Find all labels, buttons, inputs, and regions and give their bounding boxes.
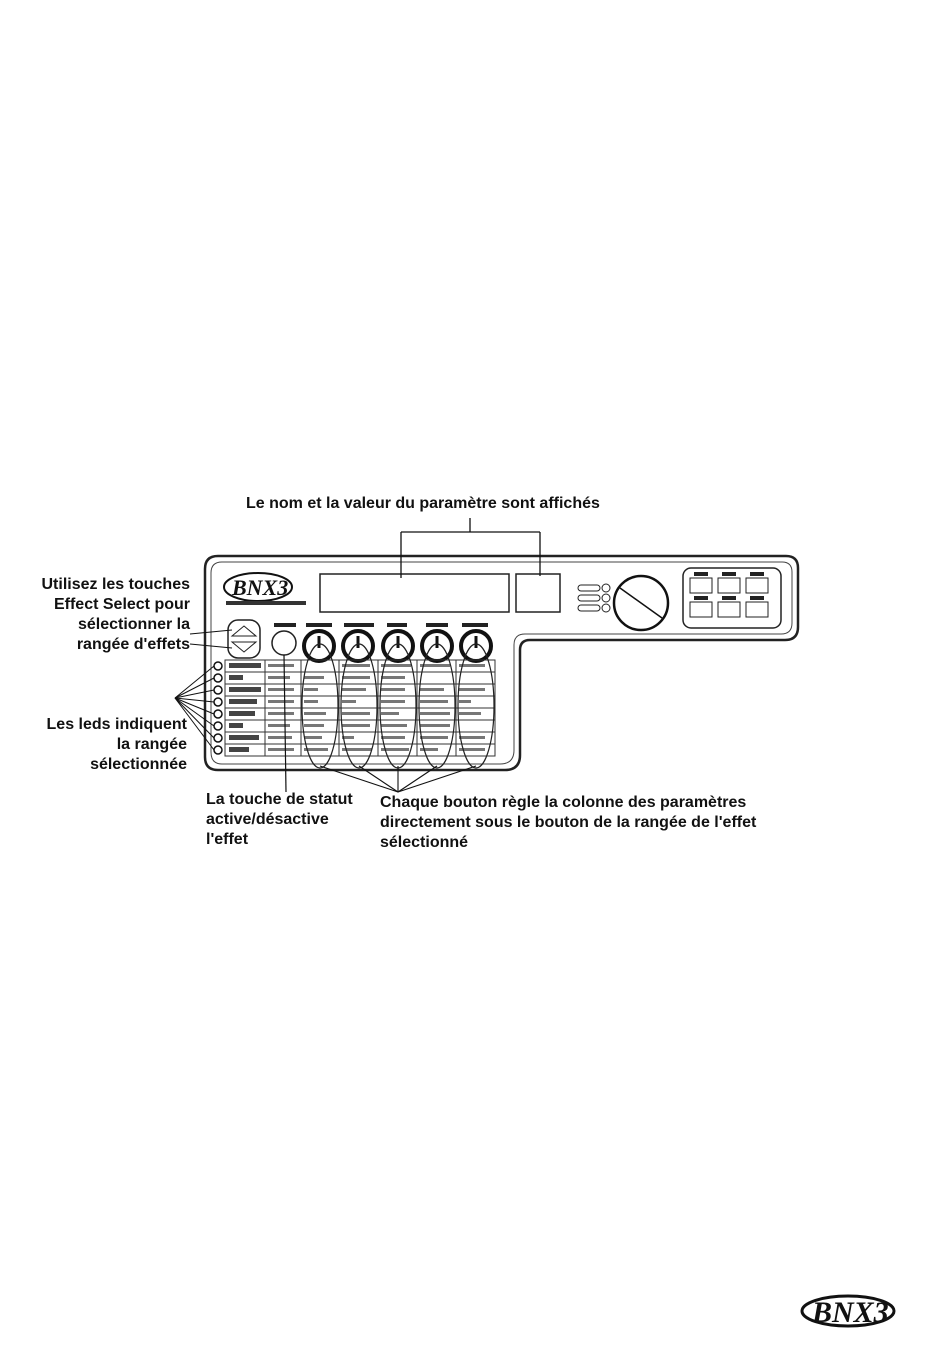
device-outline <box>203 554 800 772</box>
row-leds <box>213 661 223 755</box>
parameter-value-display <box>515 573 561 613</box>
status-button[interactable] <box>271 630 297 656</box>
callout-leds-line1: Les leds indiquent <box>46 716 187 733</box>
callout-display: Le nom et la valeur du paramètre sont af… <box>246 494 600 514</box>
callout-effect-select-line2: Effect Select pour <box>53 596 190 613</box>
callout-knobs: Chaque bouton règle la colonne des param… <box>380 793 756 853</box>
device-inner-outline <box>210 561 793 765</box>
display-leds <box>577 583 611 613</box>
callout-knobs-line3: sélectionné <box>380 834 469 851</box>
knob-column-ellipses <box>301 643 495 769</box>
effect-select-buttons[interactable] <box>227 619 261 659</box>
callout-status: La touche de statut active/désactive l'e… <box>206 790 353 850</box>
callout-status-line2: active/désactive <box>206 811 329 828</box>
function-buttons[interactable] <box>689 572 769 618</box>
callout-leds: Les leds indiquent la rangée sélectionné… <box>10 715 187 775</box>
footer-logo-text: BNX3 <box>811 1296 889 1329</box>
callout-knobs-line1: Chaque bouton règle la colonne des param… <box>380 794 747 811</box>
callout-knobs-line2: directement sous le bouton de la rangée … <box>380 814 757 831</box>
callout-status-line1: La touche de statut <box>206 791 353 808</box>
callout-effect-select-line3: sélectionner la <box>77 616 190 633</box>
device-logo: BNX3 <box>223 572 306 605</box>
parameter-matrix <box>224 659 496 757</box>
parameter-name-display <box>319 573 510 613</box>
device-logo-text: BNX3 <box>231 575 288 600</box>
callout-display-text: Le nom et la valeur du paramètre sont af… <box>246 495 600 512</box>
parameter-knobs[interactable] <box>302 623 493 663</box>
callout-effect-select: Utilisez les touches Effect Select pour … <box>10 575 191 655</box>
callout-status-line3: l'effet <box>206 831 249 848</box>
row-label-marks <box>229 663 261 752</box>
callout-leds-line3: sélectionnée <box>90 756 187 773</box>
footer-logo: BNX3 <box>800 1294 896 1329</box>
callout-leds-line2: la rangée <box>116 736 187 753</box>
callout-effect-select-line4: rangée d'effets <box>76 636 190 653</box>
cell-marks <box>268 664 485 751</box>
callout-effect-select-line1: Utilisez les touches <box>41 576 191 593</box>
